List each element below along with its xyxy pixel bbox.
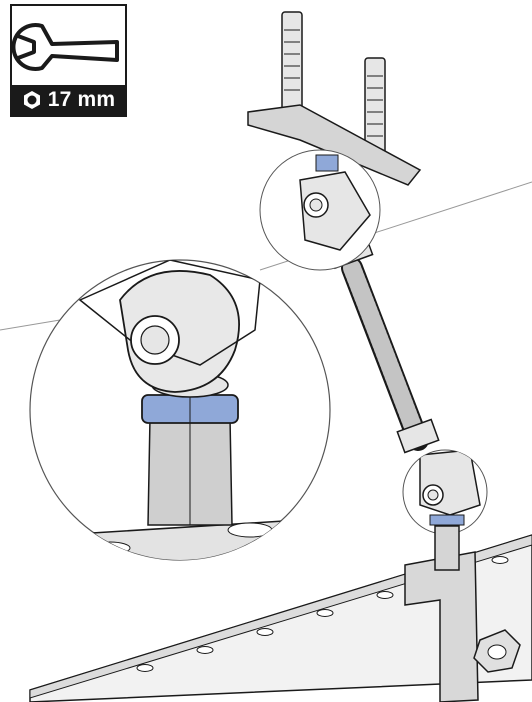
detail-circle-top (259, 149, 381, 271)
rail-bracket (404, 551, 521, 702)
guide-line-left (0, 319, 61, 331)
hex-nut-icon (23, 91, 40, 109)
wrench-size-label: 17 mm (47, 88, 116, 111)
arm-collar-bottom (396, 418, 440, 454)
detail-circle-large (29, 259, 331, 561)
tool-label-bar: 17 mm (12, 85, 125, 115)
bottom-stem (434, 525, 460, 571)
wall-anchor-left (281, 11, 303, 113)
ceiling-mount-plate (247, 104, 422, 186)
detail-circle-bottom (402, 449, 488, 535)
tool-size-badge: 17 mm (10, 4, 127, 117)
wrench-icon (12, 23, 119, 71)
